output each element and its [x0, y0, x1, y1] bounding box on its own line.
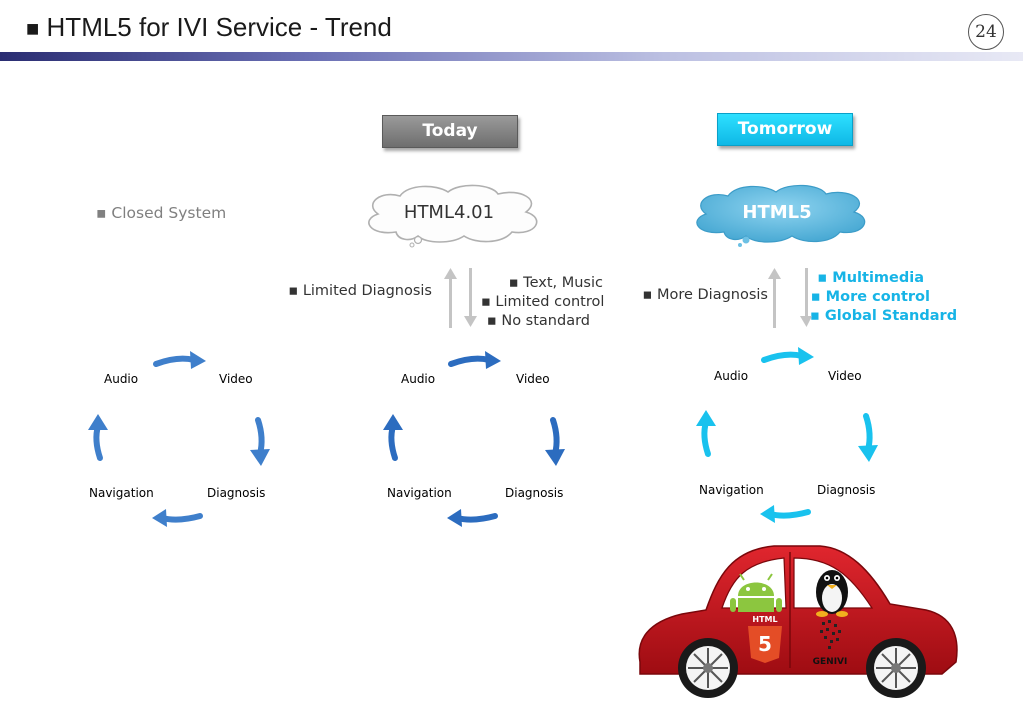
legacy-audio-label: Audio	[104, 372, 139, 386]
android-logo-icon	[730, 573, 782, 612]
today-diagnosis-label: Diagnosis	[505, 486, 564, 500]
cycle-arrow-bottom-icon	[447, 509, 498, 527]
cycle-arrow-top-icon	[153, 351, 206, 369]
tomorrow-right-line: ▪ Multimedia	[817, 270, 924, 286]
down-arrow-icon	[800, 268, 812, 327]
today-updown-arrows	[444, 268, 477, 328]
cycle-arrow-right-icon	[250, 417, 270, 466]
today-left-text: ▪ Limited Diagnosis	[288, 283, 432, 299]
up-arrow-icon	[444, 268, 457, 328]
tux-penguin-icon	[816, 570, 848, 617]
page-number: 24	[968, 14, 1004, 50]
title-underline-bar	[0, 52, 1023, 61]
cycle-arrow-right-icon	[545, 417, 565, 466]
cycle-arrow-bottom-icon	[152, 509, 203, 527]
today-video-label: Video	[516, 372, 550, 386]
html5-cloud-shape	[696, 184, 866, 247]
today-cycle-diagram	[383, 351, 565, 527]
html-badge-text: HTML	[752, 615, 777, 624]
today-audio-label: Audio	[401, 372, 436, 386]
cycle-arrow-bottom-icon	[760, 505, 811, 523]
tomorrow-right-text: ▪ Multimedia ▪ More control ▪ Global Sta…	[810, 269, 958, 326]
car-illustration: HTML 5 GENIVI	[638, 545, 958, 698]
genivi-logo-icon: GENIVI	[813, 620, 848, 667]
legacy-video-label: Video	[219, 372, 253, 386]
cycle-arrow-left-icon	[88, 414, 108, 461]
html5-cloud-label: HTML5	[742, 202, 812, 223]
today-tag: Today	[382, 115, 518, 148]
title-bullet-icon: ■	[26, 16, 40, 41]
today-right-text: ▪ Text, Music ▪ Limited control ▪ No sta…	[481, 274, 605, 331]
legacy-navigation-label: Navigation	[89, 486, 154, 500]
today-navigation-label: Navigation	[387, 486, 452, 500]
cycle-arrow-right-icon	[858, 413, 878, 462]
closed-system-label: ▪ Closed System	[96, 204, 227, 222]
tomorrow-navigation-label: Navigation	[699, 483, 764, 497]
genivi-text: GENIVI	[813, 657, 848, 667]
tomorrow-diagnosis-label: Diagnosis	[817, 483, 876, 497]
tomorrow-right-line: ▪ More control	[810, 289, 930, 305]
front-wheel-icon	[678, 638, 738, 698]
html4-cloud-shape	[368, 184, 538, 248]
page-title-text: HTML5 for IVI Service - Trend	[46, 12, 392, 42]
tomorrow-updown-arrows	[768, 268, 812, 328]
tomorrow-video-label: Video	[828, 369, 862, 383]
up-arrow-icon	[768, 268, 781, 328]
legacy-cycle-diagram	[88, 351, 270, 527]
tomorrow-audio-label: Audio	[714, 369, 749, 383]
tomorrow-right-line: ▪ Global Standard	[810, 308, 958, 324]
cycle-arrow-top-icon	[761, 347, 814, 365]
today-right-line: ▪ Text, Music	[508, 275, 603, 291]
html4-cloud-label: HTML4.01	[403, 202, 495, 223]
page-title: ■ HTML5 for IVI Service - Trend	[26, 12, 392, 43]
today-right-line: ▪ Limited control	[481, 294, 605, 310]
legacy-diagnosis-label: Diagnosis	[207, 486, 266, 500]
tomorrow-cycle-diagram	[696, 347, 878, 523]
tomorrow-tag: Tomorrow	[717, 113, 853, 146]
html5-badge-icon: HTML 5	[748, 615, 782, 663]
cycle-arrow-left-icon	[383, 414, 403, 461]
down-arrow-icon	[464, 268, 477, 327]
today-right-line: ▪ No standard	[486, 313, 590, 329]
cycle-arrow-top-icon	[448, 351, 501, 369]
cycle-arrow-left-icon	[696, 410, 716, 457]
html-badge-number: 5	[758, 632, 772, 656]
rear-wheel-icon	[866, 638, 926, 698]
tomorrow-left-text: ▪ More Diagnosis	[642, 287, 768, 303]
